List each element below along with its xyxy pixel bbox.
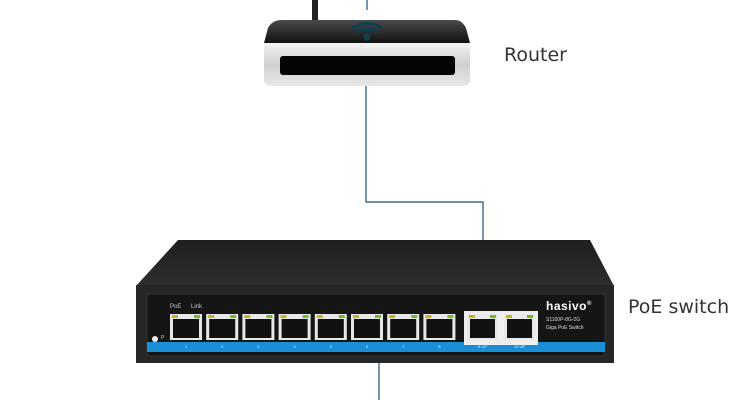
link-led <box>375 315 381 318</box>
poe-led <box>244 315 251 318</box>
port-number-label: 1 <box>184 344 188 349</box>
poe-led <box>389 315 396 318</box>
poe-led <box>469 315 475 318</box>
port-number-label: 10 UP <box>513 344 526 349</box>
link-led <box>338 315 345 318</box>
port-socket <box>245 319 272 338</box>
brand-logo: hasivo® <box>546 299 592 313</box>
port-socket <box>281 319 308 338</box>
router-image <box>264 0 470 86</box>
port-number-label: 5 <box>329 344 332 349</box>
router-label: Router <box>504 44 567 66</box>
poe-led <box>208 315 215 318</box>
link-led <box>527 315 533 318</box>
antenna <box>312 0 318 26</box>
port-number-label: 7 <box>402 344 405 349</box>
link-led <box>302 315 309 318</box>
port-socket <box>507 319 532 338</box>
model-number: S1100P-8G-2G <box>546 317 581 323</box>
power-led <box>152 336 158 342</box>
port-number-label: 6 <box>365 344 369 349</box>
led-link-label: Link <box>191 304 203 310</box>
port-number-label: 4 <box>293 344 296 349</box>
link-led <box>194 315 200 318</box>
poe-led <box>506 315 512 318</box>
led-poe-label: PoE <box>170 304 182 310</box>
power-label: P <box>161 335 165 341</box>
port-socket <box>426 319 453 338</box>
poe-led <box>425 315 432 318</box>
switch-label: PoE switch <box>628 296 730 318</box>
wifi-icon <box>351 22 383 41</box>
poe-led <box>316 315 323 318</box>
port-socket <box>354 319 380 338</box>
link-led <box>230 315 237 318</box>
link-led <box>411 315 418 318</box>
port-number-label: 3 <box>257 344 260 349</box>
model-subtitle: Giga PoE Switch <box>546 325 584 331</box>
port-socket <box>209 319 236 338</box>
link-led <box>490 315 496 318</box>
port-socket <box>317 319 344 338</box>
accent-strip <box>147 342 605 352</box>
link-led <box>447 315 454 318</box>
poe-led <box>172 315 178 318</box>
port-number-label: 8 <box>438 344 441 349</box>
port-socket <box>390 319 417 338</box>
link-led <box>266 315 273 318</box>
poe-switch-image <box>136 240 614 363</box>
port-socket <box>173 319 199 338</box>
poe-led <box>353 315 359 318</box>
port-number-label: 9 UP <box>478 344 487 349</box>
poe-led <box>280 315 287 318</box>
port-number-label: 2 <box>221 344 224 349</box>
port-socket <box>470 319 495 338</box>
